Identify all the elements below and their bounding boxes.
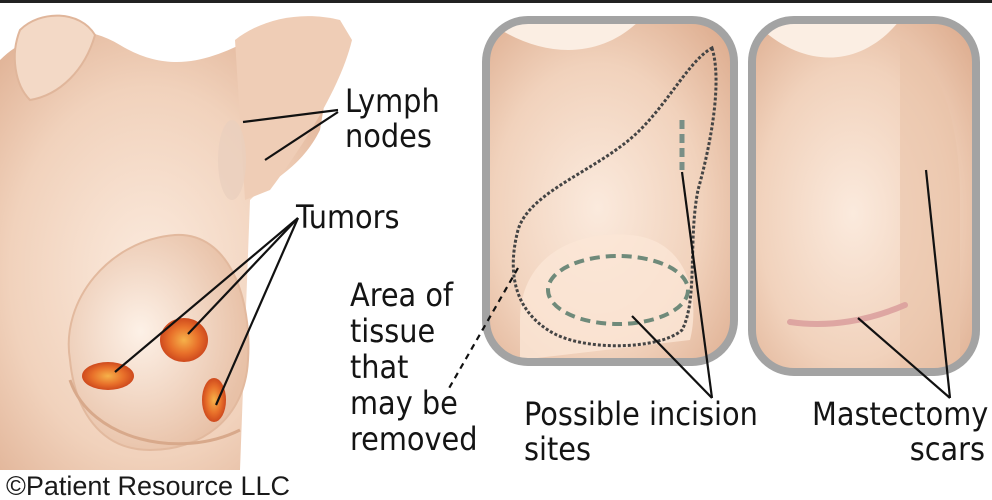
tumor-2	[160, 318, 208, 362]
tumor-3	[202, 378, 226, 422]
tumor-1	[82, 362, 134, 390]
copyright-notice: ©Patient Resource LLC	[6, 471, 290, 500]
lymph-nodes-label: Lymph nodes	[345, 82, 449, 155]
area-removed-label: Area of tissue that may be removed	[350, 276, 478, 458]
torso-illustration	[0, 16, 352, 470]
incision-sites-label: Possible incision sites	[524, 395, 767, 468]
tumors-label: Tumors	[295, 198, 399, 236]
incision-panel	[486, 20, 734, 362]
lymph-nodes-line-1: Lymph	[345, 82, 440, 120]
lymph-nodes-line-2: nodes	[345, 117, 432, 155]
mastectomy-scars-label: Mastectomy scars	[812, 395, 992, 468]
